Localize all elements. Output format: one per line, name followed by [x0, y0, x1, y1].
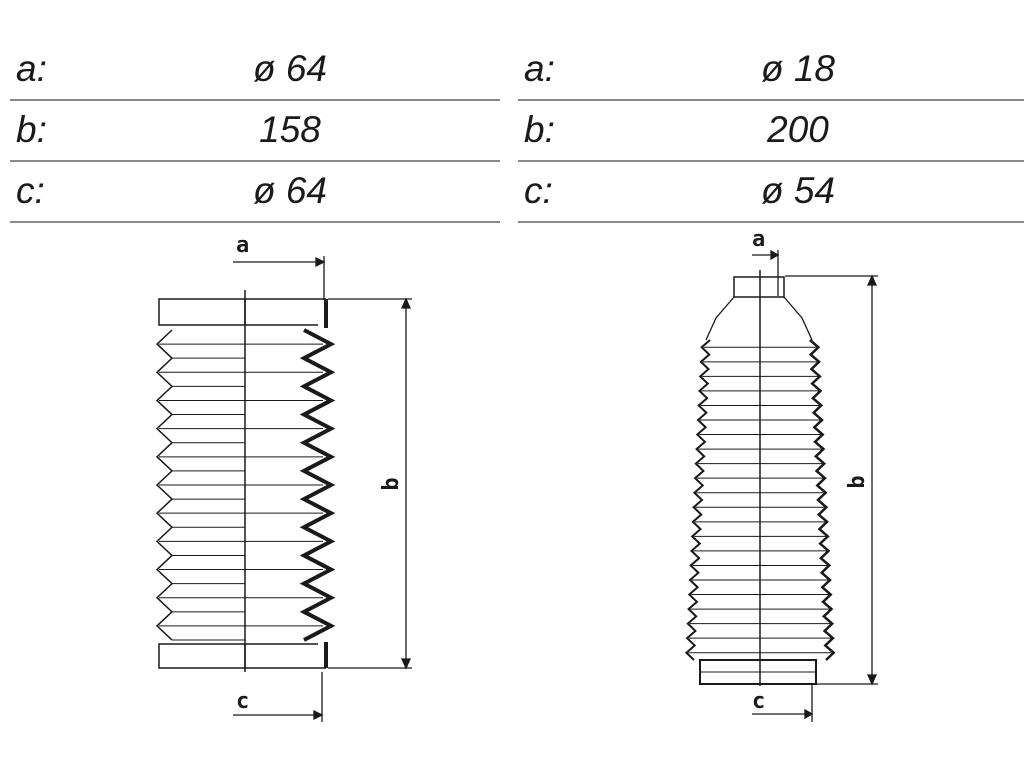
- collar-top: [733, 276, 785, 298]
- spec-row-a: a: ø 18: [518, 40, 1024, 101]
- spec-row-a: a: ø 64: [10, 40, 500, 101]
- dimension-label-a: a: [236, 233, 249, 258]
- dimension-label-b: b: [379, 477, 404, 490]
- spec-value: ø 18: [760, 48, 836, 89]
- dimension-lines-left: [233, 256, 412, 722]
- spec-row-c: c: ø 64: [10, 162, 500, 223]
- dimension-label-b: b: [845, 475, 870, 488]
- dimension-label-a: a: [752, 227, 765, 252]
- collar-top: [158, 298, 246, 326]
- dimension-lines-right: [752, 249, 878, 722]
- spec-label: a:: [16, 48, 47, 89]
- collar-bottom: [158, 643, 246, 669]
- bellows-profile-left: [155, 329, 174, 641]
- dimension-label-c: c: [752, 689, 765, 714]
- spec-table-left: a: ø 64 b: 158 c: ø 64: [10, 40, 500, 223]
- spec-value: ø 64: [252, 170, 328, 211]
- spec-label: a:: [524, 48, 555, 89]
- spec-row-c: c: ø 54: [518, 162, 1024, 223]
- bellows-profile-right: [808, 339, 836, 661]
- spec-label: c:: [524, 170, 553, 211]
- spec-row-b: b: 158: [10, 101, 500, 162]
- dimension-label-c: c: [236, 689, 249, 714]
- spec-value: 158: [259, 109, 321, 150]
- spec-value: ø 54: [760, 170, 836, 211]
- spec-label: b:: [524, 109, 555, 150]
- spec-value: 200: [767, 109, 829, 150]
- spec-label: c:: [16, 170, 45, 211]
- spec-value: ø 64: [252, 48, 328, 89]
- spec-table-right: a: ø 18 b: 200 c: ø 54: [518, 40, 1024, 223]
- spec-label: b:: [16, 109, 47, 150]
- spec-row-b: b: 200: [518, 101, 1024, 162]
- bellows-profile-right: [299, 328, 336, 642]
- bellows-left: [155, 290, 336, 672]
- bellows-profile-left: [684, 339, 711, 661]
- bellows-right: [684, 270, 836, 686]
